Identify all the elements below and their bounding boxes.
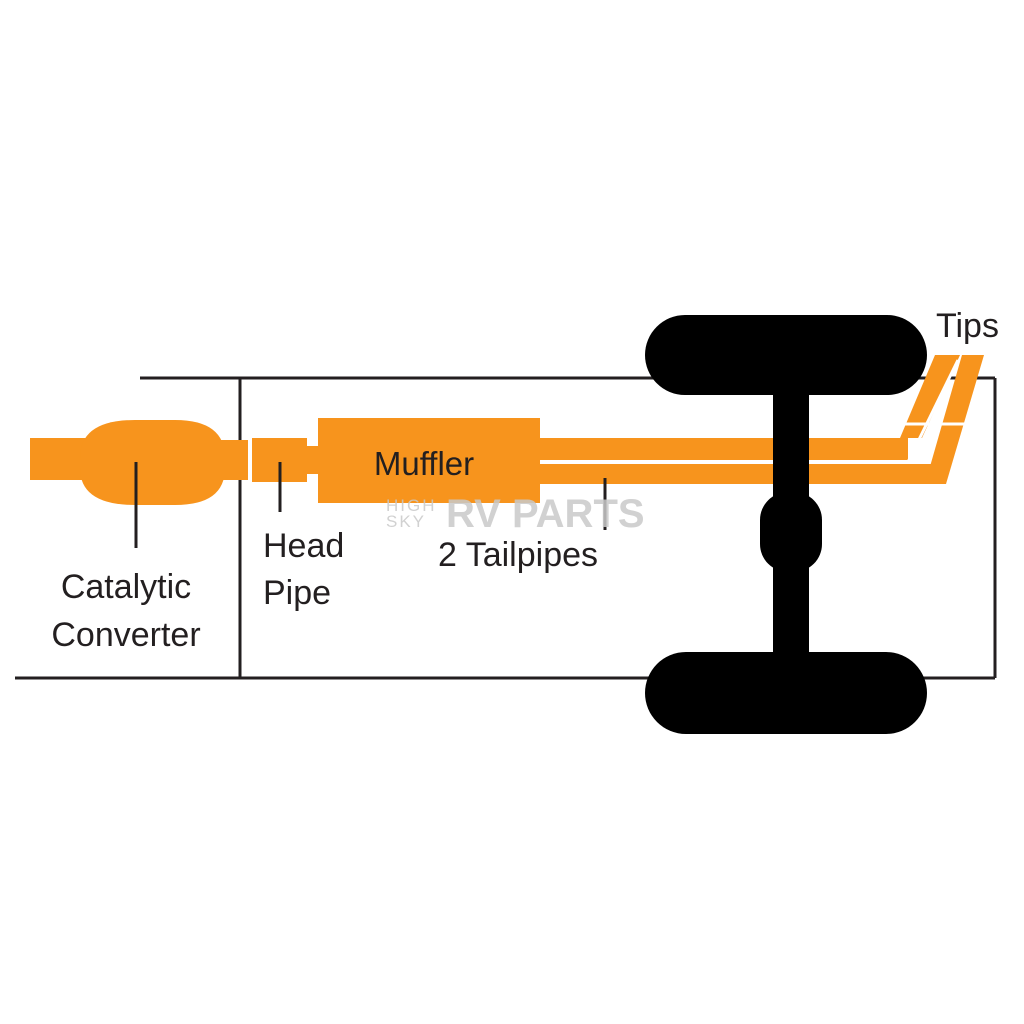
callout-lines bbox=[134, 462, 607, 548]
tire-top bbox=[645, 315, 927, 395]
tire-bottom bbox=[645, 652, 927, 734]
head-pipe-label-line2: Pipe bbox=[263, 574, 331, 612]
exhaust-system bbox=[30, 355, 984, 505]
head-pipe-label-line1: Head bbox=[263, 527, 344, 565]
watermark-big: RV PARTS bbox=[446, 492, 645, 536]
muffler bbox=[318, 418, 540, 503]
watermark-small-top: HIGH bbox=[386, 496, 437, 515]
rear-axle-assembly bbox=[645, 315, 927, 734]
pipe-connector bbox=[218, 440, 248, 480]
vehicle-frame bbox=[15, 376, 997, 680]
pipe-separators bbox=[540, 359, 965, 464]
head-pipe-joint bbox=[300, 446, 322, 474]
catalytic-converter bbox=[80, 420, 225, 505]
watermark-small-bottom: SKY bbox=[386, 512, 426, 531]
tailpipe-lower bbox=[536, 464, 934, 484]
tip-right bbox=[925, 355, 984, 484]
watermark-logo: HIGH SKY RV PARTS bbox=[386, 492, 645, 536]
tailpipes-label: 2 Tailpipes bbox=[438, 536, 598, 574]
muffler-label: Muffler bbox=[374, 445, 474, 482]
tips-label: Tips bbox=[936, 307, 999, 345]
tailpipe-upper bbox=[536, 438, 908, 460]
catalytic-converter-label-line1: Catalytic bbox=[61, 568, 191, 606]
differential bbox=[760, 492, 822, 572]
catalytic-converter-label-line2: Converter bbox=[51, 616, 200, 654]
tip-left bbox=[900, 355, 960, 438]
